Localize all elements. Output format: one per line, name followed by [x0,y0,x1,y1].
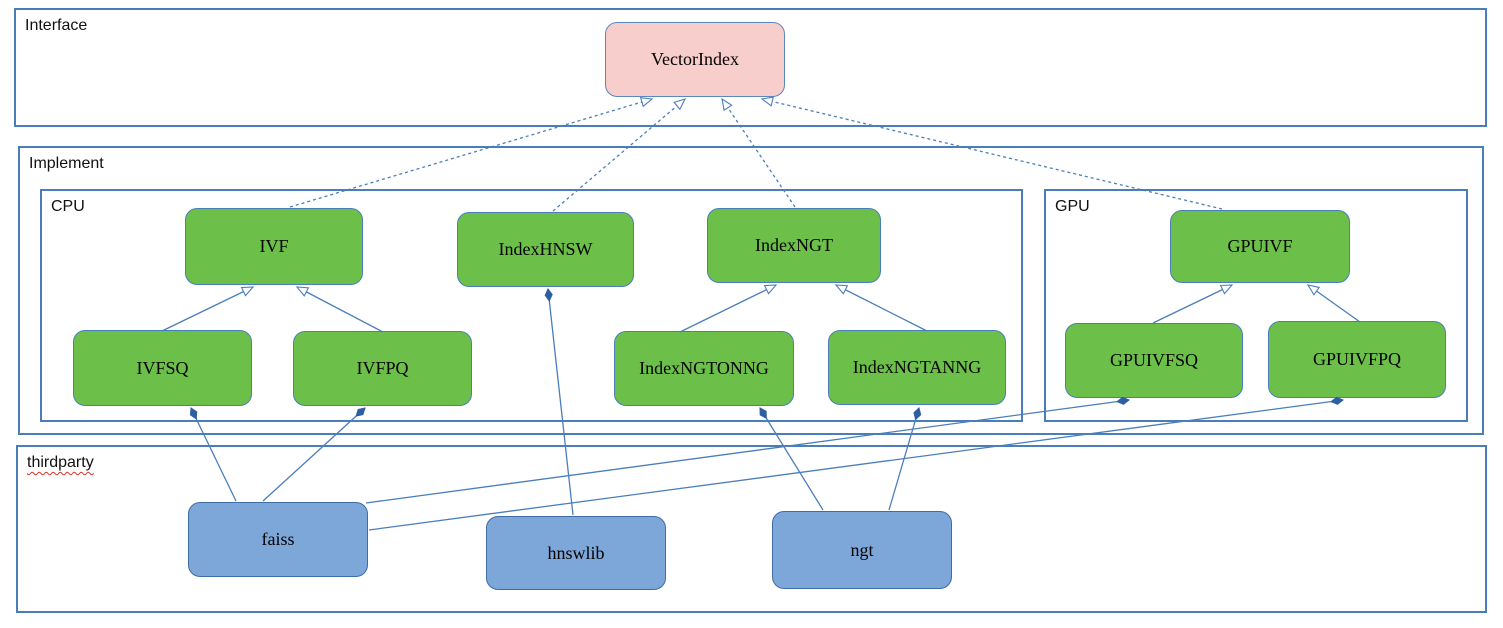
node-hnswlib: hnswlib [486,516,666,590]
node-faiss-label: faiss [261,529,295,549]
node-ngt-label: ngt [850,539,874,560]
node-vectorindex-label: VectorIndex [651,49,739,69]
node-gpuivfsq-label: GPUIVFSQ [1109,350,1199,370]
node-gpuivf: GPUIVF [1170,210,1350,283]
node-ivf-label: IVF [259,236,289,256]
node-indexngtanng: IndexNGTANNG [828,330,1006,405]
node-ivfsq-label: IVFSQ [136,357,189,378]
node-hnswlib-label: hnswlib [547,542,605,563]
node-ivfpq-label: IVFPQ [356,358,409,378]
container-interface-label: Interface [25,17,88,34]
node-vectorindex: VectorIndex [605,22,785,97]
node-gpuivfsq: GPUIVFSQ [1065,323,1243,398]
container-implement-label: Implement [29,155,104,172]
node-indexngtonng-label: IndexNGTONNG [639,358,769,378]
node-gpuivfpq: GPUIVFPQ [1268,321,1446,398]
node-ivfpq: IVFPQ [293,331,472,406]
container-gpu-label: GPU [1055,198,1090,215]
node-indexhnsw-label: IndexHNSW [498,239,593,259]
node-indexngt-label: IndexNGT [755,235,833,255]
container-cpu-label: CPU [51,198,85,215]
node-ivfsq: IVFSQ [73,330,252,406]
node-faiss: faiss [188,502,368,577]
node-gpuivf-label: GPUIVF [1227,236,1293,256]
container-thirdparty-label: thirdparty [27,454,94,471]
node-indexngtanng-label: IndexNGTANNG [852,357,982,377]
node-indexngtonng: IndexNGTONNG [614,331,794,406]
node-gpuivfpq-label: GPUIVFPQ [1312,349,1402,369]
node-ngt: ngt [772,511,952,589]
node-indexngt: IndexNGT [707,208,881,283]
node-indexhnsw: IndexHNSW [457,212,634,287]
node-ivf: IVF [185,208,363,285]
